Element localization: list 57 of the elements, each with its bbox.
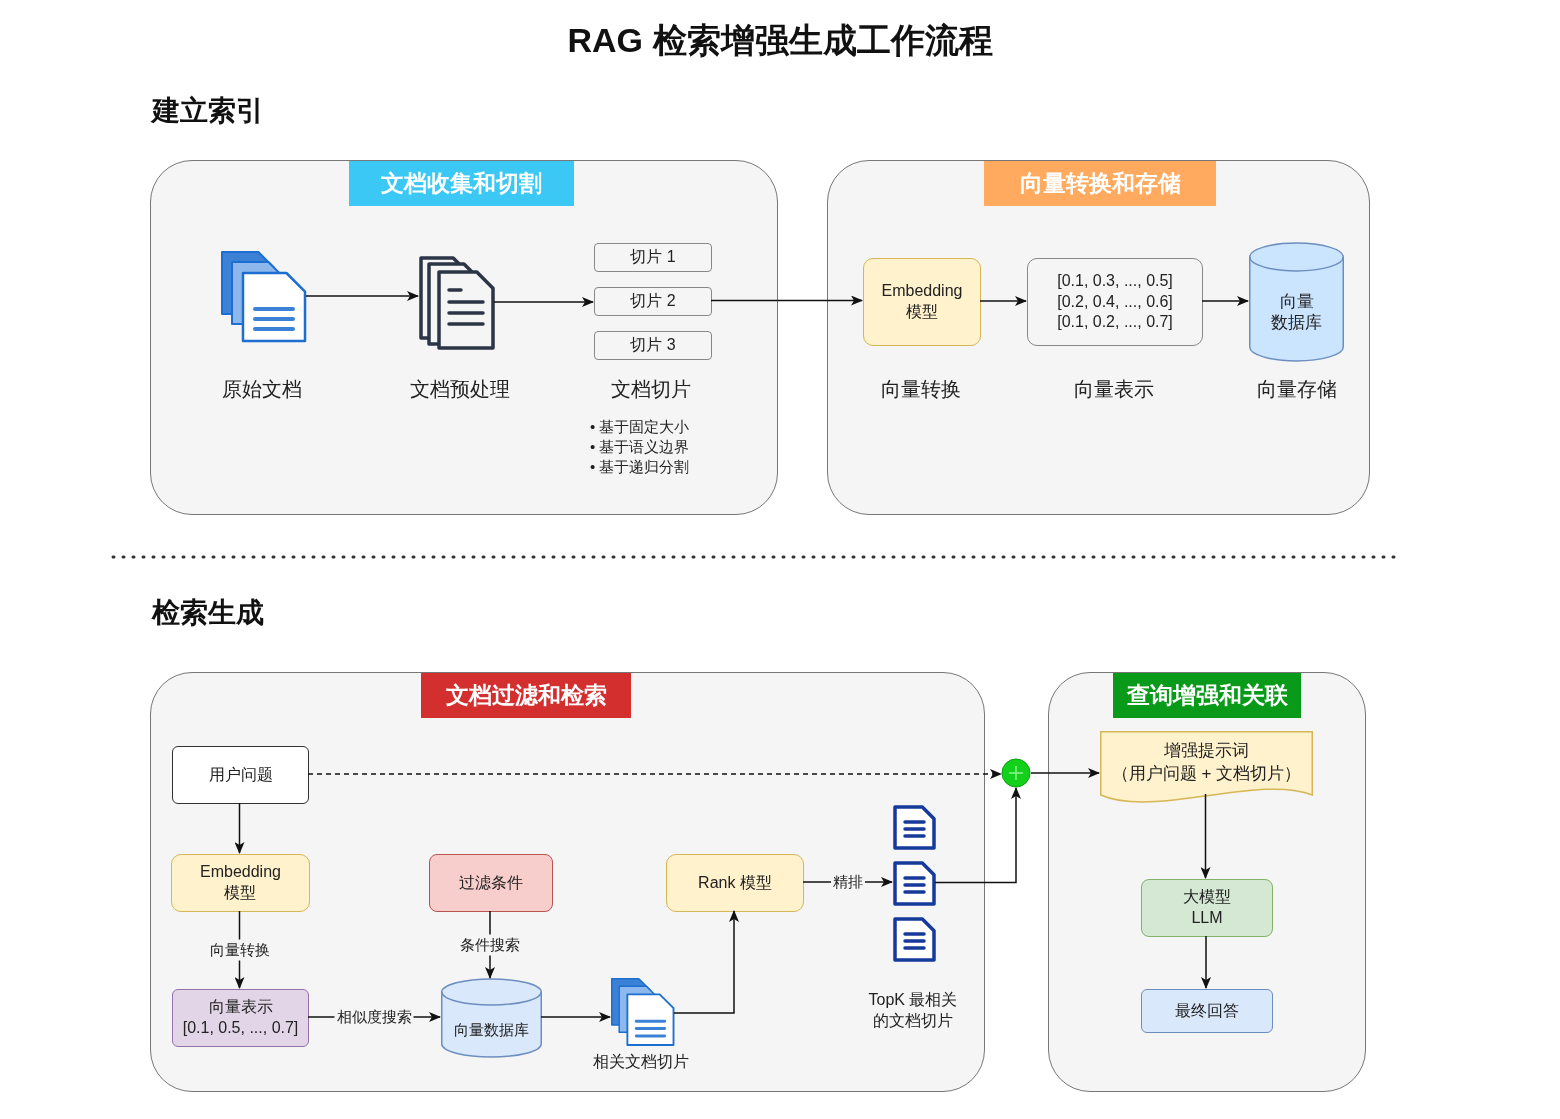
arrow — [1030, 768, 1100, 778]
dashed-arrow — [307, 769, 1002, 779]
section-heading: 检索生成 — [152, 596, 264, 630]
node-label: 原始文档 — [221, 377, 303, 402]
document-icon — [893, 917, 936, 962]
diagram-title: RAG 检索增强生成工作流程 — [566, 20, 994, 61]
edge-label: 条件搜索 — [458, 934, 522, 955]
section-heading: 建立索引 — [152, 94, 264, 128]
process-box: Embedding 模型 — [863, 258, 981, 346]
group-panel — [150, 672, 985, 1092]
arrow — [234, 802, 245, 854]
arrow — [979, 296, 1027, 306]
process-box: 用户问题 — [172, 746, 309, 804]
node-label: 向量转换 — [880, 377, 962, 402]
arrow — [305, 291, 419, 301]
process-box: Rank 模型 — [666, 854, 804, 912]
arrow — [540, 1012, 611, 1022]
database-cylinder: 向量数据库 — [441, 979, 542, 1057]
bullet-item: • 基于语义边界 — [590, 438, 690, 457]
process-box: 大模型 LLM — [1141, 879, 1273, 937]
group-panel — [827, 160, 1370, 515]
documents-icon — [221, 251, 307, 343]
group-panel — [150, 160, 778, 515]
process-box: 过滤条件 — [429, 854, 553, 912]
document-icon — [893, 805, 936, 850]
database-cylinder: 向量数据库 — [1249, 243, 1344, 361]
process-box: 向量表示 [0.1, 0.5, ..., 0.7] — [172, 989, 309, 1047]
panel-header: 文档收集和切割 — [349, 161, 574, 206]
panel-header: 文档过滤和检索 — [421, 673, 631, 718]
node-label: TopK 最相关的文档切片 — [867, 990, 959, 1031]
bullet-item: • 基于递归分割 — [590, 458, 690, 477]
node-label: 文档切片 — [610, 377, 692, 402]
arrow — [934, 787, 1021, 884]
arrow — [1200, 793, 1211, 879]
panel-header: 查询增强和关联 — [1113, 673, 1301, 718]
junction-circle — [1001, 758, 1031, 788]
panel-header: 向量转换和存储 — [984, 161, 1216, 206]
document-icon — [893, 861, 936, 906]
node-label: 向量表示 — [1073, 377, 1155, 402]
node-label: 文档预处理 — [409, 377, 511, 402]
vector-box: [0.1, 0.3, ..., 0.5] [0.2, 0.4, ..., 0.6] [0.1, 0.2, ..., 0.7] — [1027, 258, 1203, 346]
arrow — [1201, 296, 1249, 306]
group-panel — [1048, 672, 1366, 1092]
bullet-item: • 基于固定大小 — [590, 418, 690, 437]
node-label: 向量存储 — [1256, 377, 1338, 402]
edge-label: 相似度搜索 — [334, 1006, 414, 1028]
chunk-box: 切片 3 — [594, 331, 712, 360]
arrow — [673, 910, 739, 1014]
chunk-box: 切片 2 — [594, 287, 712, 316]
node-label: 相关文档切片 — [592, 1052, 690, 1072]
process-box: 最终回答 — [1141, 989, 1273, 1033]
arrow — [710, 295, 863, 306]
process-box: Embedding 模型 — [171, 854, 310, 912]
arrow — [493, 297, 594, 307]
arrow — [1201, 935, 1211, 989]
documents-icon — [419, 256, 495, 350]
chunk-box: 切片 1 — [594, 243, 712, 272]
